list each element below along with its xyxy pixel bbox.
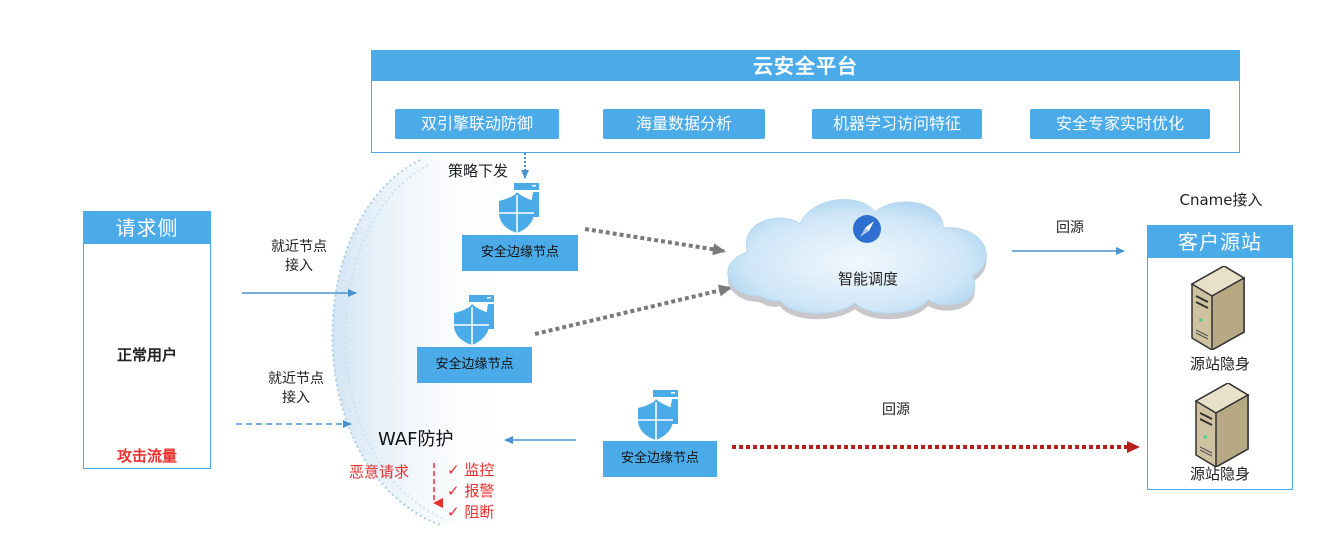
normal-access-label-line2: 接入: [285, 258, 313, 274]
server-icon: [1190, 266, 1246, 350]
origin-return-label-bottom: 回源: [882, 402, 910, 418]
feature-machine-learning: 机器学习访问特征: [812, 109, 982, 139]
normal-user-label: 正常用户: [116, 346, 177, 364]
normal-access-label-line1: 就近节点: [271, 239, 327, 255]
feature-expert-optimization: 安全专家实时优化: [1030, 109, 1210, 139]
shield-icon: [454, 295, 494, 345]
cname-access-label: Cname接入: [1179, 191, 1263, 209]
server-icon: [1194, 383, 1250, 467]
attack-traffic-label: 攻击流量: [116, 447, 177, 465]
attack-access-label: 就近节点 接入: [261, 370, 331, 408]
waf-actions-list: ✓ 监控 ✓ 报警 ✓ 阻断: [447, 460, 494, 523]
compass-icon: [853, 215, 881, 243]
scheduler-label: 智能调度: [837, 270, 898, 288]
waf-action-alert: ✓ 报警: [447, 482, 495, 500]
platform-title: 云安全平台: [372, 51, 1239, 81]
attack-access-label-line2: 接入: [282, 390, 310, 406]
server-2-label: 源站隐身: [1189, 465, 1250, 483]
cloud-security-platform: 云安全平台 双引擎联动防御 海量数据分析 机器学习访问特征 安全专家实时优化: [371, 50, 1240, 153]
scheduler-cloud: [727, 199, 987, 320]
shield-icon: [499, 183, 539, 233]
attack-access-label-line1: 就近节点: [268, 371, 324, 387]
policy-dispatch-label: 策略下发: [448, 162, 509, 180]
edge-node-2: 安全边缘节点: [417, 347, 532, 383]
waf-action-monitor: ✓ 监控: [447, 461, 495, 479]
normal-access-label: 就近节点 接入: [264, 238, 334, 276]
node1-to-scheduler-arrow: [584, 227, 726, 256]
customer-origin-panel: 客户源站 源站隐身 源站隐身: [1147, 225, 1293, 490]
server-1-label: 源站隐身: [1189, 355, 1250, 373]
feature-big-data: 海量数据分析: [603, 109, 765, 139]
feature-dual-engine: 双引擎联动防御: [395, 109, 559, 139]
waf-action-block: ✓ 阻断: [447, 503, 495, 521]
edge-node-1: 安全边缘节点: [462, 235, 578, 271]
node2-to-scheduler-arrow: [534, 284, 732, 336]
edge-node-3: 安全边缘节点: [603, 441, 717, 477]
requester-title: 请求侧: [84, 212, 210, 244]
waf-protection-title: WAF防护: [378, 429, 454, 450]
requester-panel: 请求侧 正常用户 攻击流量: [83, 211, 211, 469]
shield-icon: [638, 390, 678, 440]
malicious-request-label: 恶意请求: [349, 463, 410, 481]
origin-return-label-top: 回源: [1056, 220, 1084, 236]
origin-title: 客户源站: [1148, 226, 1292, 258]
